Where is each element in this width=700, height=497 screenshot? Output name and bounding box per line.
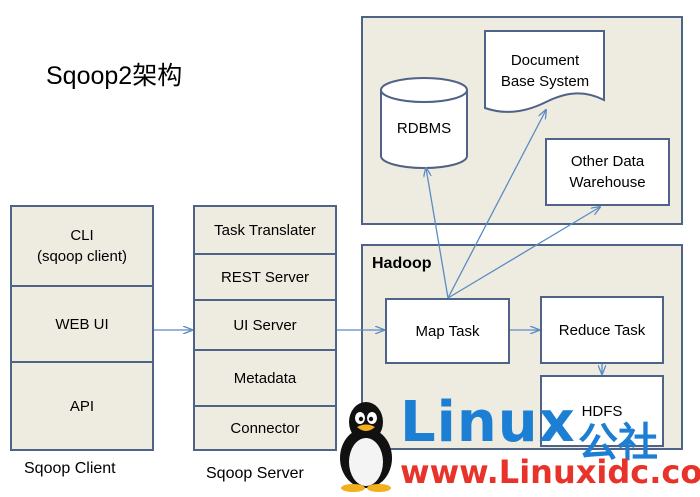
other-data-warehouse-box: Other Data Warehouse — [545, 138, 670, 206]
penguin-logo-icon — [340, 402, 392, 492]
hdfs-label: HDFS — [581, 402, 623, 420]
watermark-brand-cn: 公社 — [578, 420, 658, 466]
sqoop-server-panel: Task Translater REST Server UI Server Me… — [193, 205, 337, 451]
client-api: API — [69, 397, 95, 415]
server-ui-server: UI Server — [195, 301, 335, 351]
reduce-task-label: Reduce Task — [558, 321, 646, 339]
server-task-translater: Task Translater — [195, 207, 335, 255]
other-data-warehouse-label: Other Data Warehouse — [569, 153, 646, 191]
client-web-ui: WEB UI — [12, 287, 152, 363]
reduce-task-box: Reduce Task — [540, 296, 664, 364]
rdbms-label: RDBMS — [396, 119, 452, 137]
map-task-box: Map Task — [385, 298, 510, 364]
hdfs-box: HDFS — [540, 375, 664, 447]
diagram-title: Sqoop2架构 — [46, 62, 183, 90]
watermark-url: www.Linuxidc.com — [400, 453, 700, 491]
arrow-maptask-to-document — [447, 110, 546, 299]
map-task-label: Map Task — [415, 322, 480, 340]
client-cli: CLI (sqoop client) — [12, 207, 152, 287]
server-metadata: Metadata — [195, 351, 335, 407]
sqoop-client-panel: CLI (sqoop client) WEB UI API — [10, 205, 154, 451]
server-connector: Connector — [230, 419, 300, 437]
hadoop-label: Hadoop — [372, 255, 432, 272]
watermark-brand: Linux — [400, 390, 576, 455]
document-base-system: Document Base System — [500, 52, 590, 90]
sqoop-client-caption: Sqoop Client — [24, 460, 116, 477]
arrow-maptask-to-warehouse — [447, 207, 600, 299]
sqoop-server-caption: Sqoop Server — [206, 465, 304, 482]
document-shape — [484, 30, 605, 113]
rdbms-cylinder-top — [380, 77, 468, 103]
arrow-maptask-to-rdbms — [426, 168, 449, 299]
server-rest-server: REST Server — [195, 255, 335, 301]
